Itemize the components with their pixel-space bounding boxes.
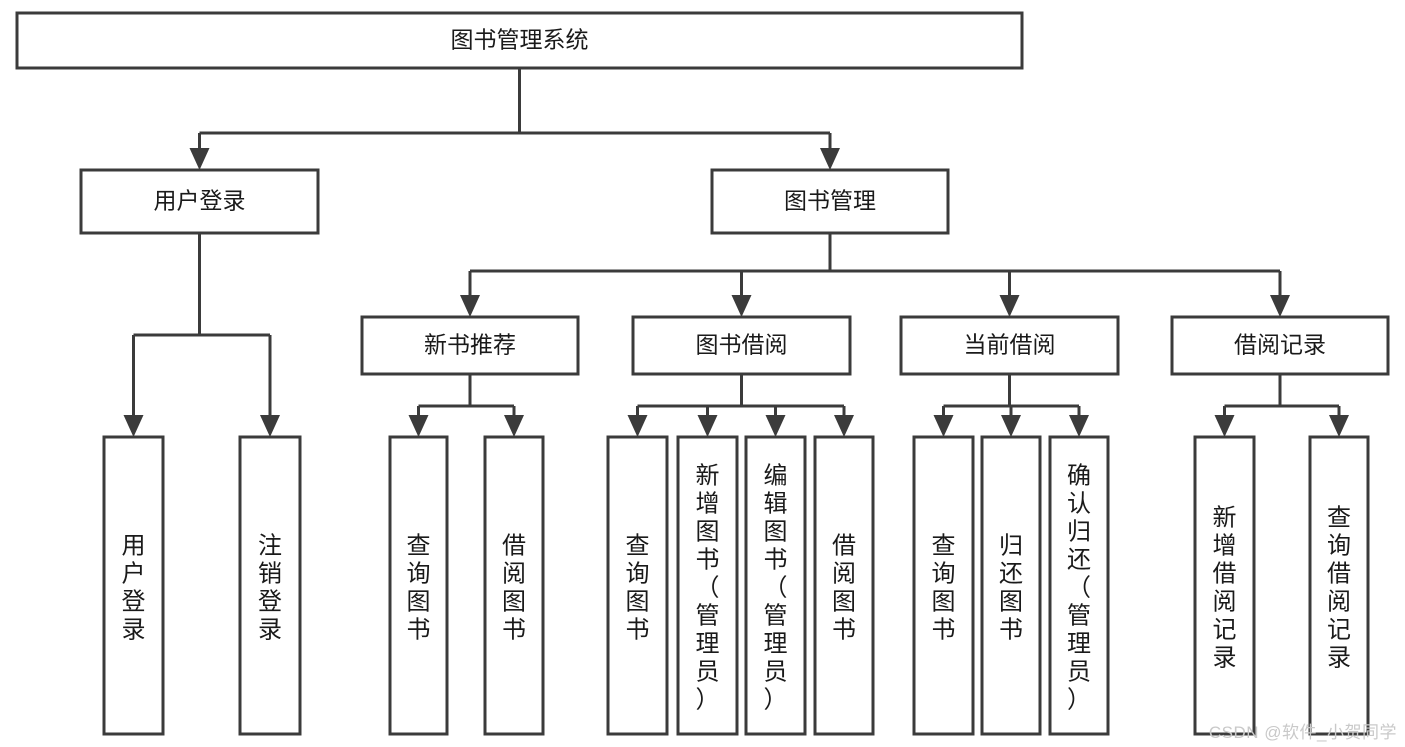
arrow-head-icon — [627, 415, 648, 437]
arrow-head-icon — [1329, 415, 1349, 437]
node-box-query-book-3 — [912, 435, 975, 736]
node-box-user-login — [79, 168, 320, 235]
node-box-borrow-record — [1170, 315, 1390, 376]
node-label-query-book-3: 查询图书 — [932, 533, 956, 644]
node-current-borrow[interactable]: 当前借阅 — [899, 315, 1120, 376]
arrow-head-icon — [731, 295, 752, 317]
arrow-head-icon — [820, 148, 840, 170]
node-book-borrow[interactable]: 图书借阅 — [631, 315, 852, 376]
node-box-user-login-do — [102, 435, 165, 736]
node-box-book-manage — [710, 168, 950, 235]
node-borrow-book-2[interactable]: 借阅图书 — [813, 435, 875, 736]
arrow-head-icon — [697, 415, 718, 437]
node-add-book-admin[interactable]: 新增图书（管理员） — [676, 435, 739, 736]
arrow-head-icon — [1270, 295, 1290, 317]
node-borrow-book-1[interactable]: 借阅图书 — [483, 435, 545, 736]
node-label-user-login: 用户登录 — [154, 188, 246, 214]
arrow-head-icon — [189, 148, 210, 170]
arrow-head-icon — [504, 415, 524, 437]
node-box-book-borrow — [631, 315, 852, 376]
node-box-return-book — [980, 435, 1042, 736]
node-box-query-book-1 — [388, 435, 449, 736]
node-label-add-book-admin: 新增图书（管理员） — [696, 463, 720, 714]
arrow-head-icon — [933, 415, 954, 437]
node-label-query-borrow-record: 查询借阅记录 — [1327, 505, 1351, 672]
arrow-head-icon — [999, 295, 1020, 317]
node-label-current-borrow: 当前借阅 — [964, 332, 1056, 358]
node-book-manage[interactable]: 图书管理 — [710, 168, 950, 235]
node-label-root: 图书管理系统 — [451, 27, 589, 53]
edges-layer — [123, 68, 1349, 437]
node-label-query-book-1: 查询图书 — [407, 533, 431, 644]
node-box-borrow-book-2 — [813, 435, 875, 736]
node-user-login[interactable]: 用户登录 — [79, 168, 320, 235]
node-box-current-borrow — [899, 315, 1120, 376]
arrow-head-icon — [460, 295, 480, 317]
node-box-borrow-book-1 — [483, 435, 545, 736]
nodes-layer: 图书管理系统用户登录用户登录注销登录图书管理新书推荐查询图书借阅图书图书借阅查询… — [15, 11, 1390, 736]
node-label-edit-book-admin: 编辑图书（管理员） — [764, 463, 788, 714]
node-query-book-3[interactable]: 查询图书 — [912, 435, 975, 736]
arrow-head-icon — [1214, 415, 1235, 437]
arrow-head-icon — [1069, 415, 1089, 437]
node-query-book-2[interactable]: 查询图书 — [606, 435, 669, 736]
node-box-query-book-2 — [606, 435, 669, 736]
node-box-add-borrow-record — [1193, 435, 1256, 736]
node-label-return-book: 归还图书 — [999, 533, 1023, 644]
node-query-book-1[interactable]: 查询图书 — [388, 435, 449, 736]
node-new-book-recommend[interactable]: 新书推荐 — [360, 315, 580, 376]
node-root[interactable]: 图书管理系统 — [15, 11, 1024, 70]
node-user-login-do[interactable]: 用户登录 — [102, 435, 165, 736]
node-return-book[interactable]: 归还图书 — [980, 435, 1042, 736]
node-label-user-logout: 注销登录 — [258, 533, 282, 644]
node-label-confirm-return-admin: 确认归还（管理员） — [1067, 463, 1091, 714]
node-edit-book-admin[interactable]: 编辑图书（管理员） — [744, 435, 807, 736]
arrow-head-icon — [408, 415, 429, 437]
arrow-head-icon — [1001, 415, 1021, 437]
node-box-user-logout — [238, 435, 302, 736]
node-confirm-return-admin[interactable]: 确认归还（管理员） — [1048, 435, 1110, 736]
node-add-borrow-record[interactable]: 新增借阅记录 — [1193, 435, 1256, 736]
node-box-add-book-admin — [676, 435, 739, 736]
node-box-query-borrow-record — [1308, 435, 1370, 736]
node-label-borrow-book-1: 借阅图书 — [502, 533, 526, 644]
node-label-new-book-recommend: 新书推荐 — [424, 332, 516, 358]
node-box-confirm-return-admin — [1048, 435, 1110, 736]
node-borrow-record[interactable]: 借阅记录 — [1170, 315, 1390, 376]
node-label-borrow-book-2: 借阅图书 — [832, 533, 856, 644]
node-box-edit-book-admin — [744, 435, 807, 736]
node-label-borrow-record: 借阅记录 — [1234, 332, 1326, 358]
node-label-book-borrow: 图书借阅 — [696, 332, 788, 358]
arrow-head-icon — [260, 415, 280, 437]
node-box-root — [15, 11, 1024, 70]
node-query-borrow-record[interactable]: 查询借阅记录 — [1308, 435, 1370, 736]
node-label-add-borrow-record: 新增借阅记录 — [1213, 505, 1237, 672]
node-label-query-book-2: 查询图书 — [626, 533, 650, 644]
arrow-head-icon — [834, 415, 854, 437]
node-box-new-book-recommend — [360, 315, 580, 376]
node-label-user-login-do: 用户登录 — [122, 533, 146, 644]
node-label-book-manage: 图书管理 — [784, 188, 876, 214]
arrow-head-icon — [765, 415, 786, 437]
arrow-head-icon — [123, 415, 144, 437]
node-user-logout[interactable]: 注销登录 — [238, 435, 302, 736]
